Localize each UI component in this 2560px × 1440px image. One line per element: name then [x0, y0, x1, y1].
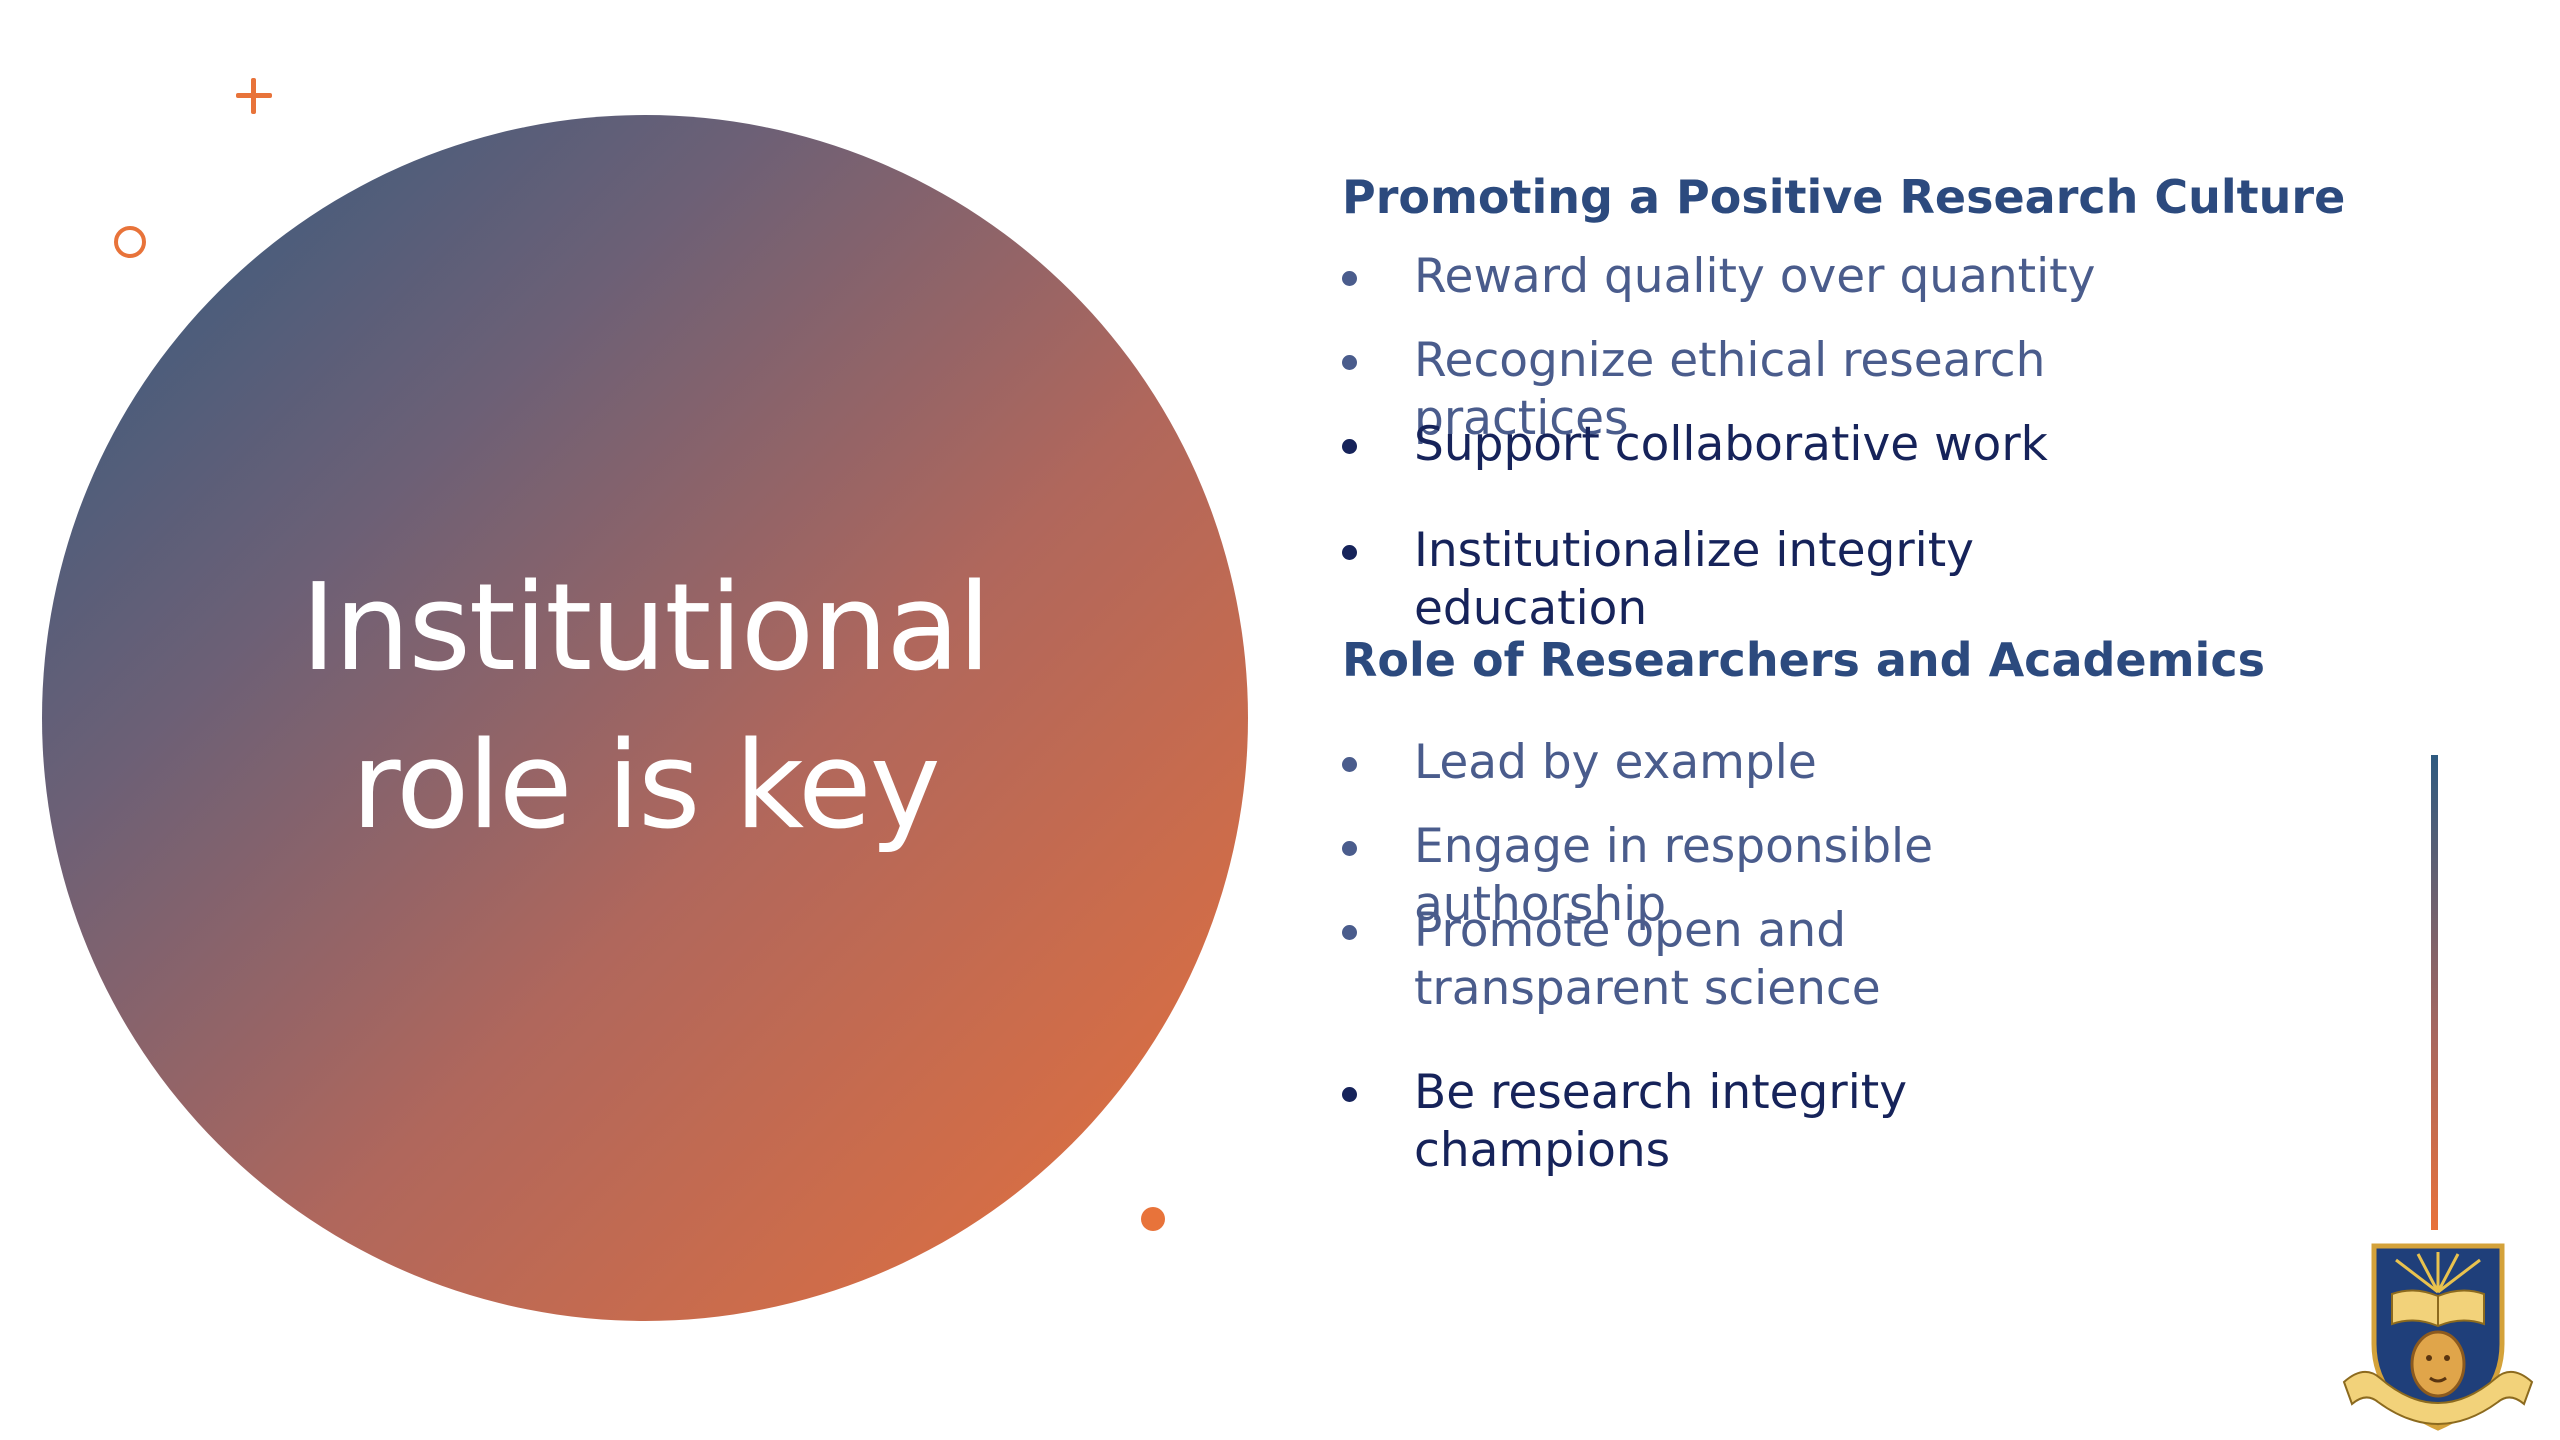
section-heading-researchers: Role of Researchers and Academics [1342, 633, 2265, 687]
section-heading-research-culture: Promoting a Positive Research Culture [1342, 170, 2346, 224]
title-circle: Institutional role is key [42, 115, 1248, 1321]
plus-decoration-icon [236, 78, 272, 114]
bullet-icon [1342, 271, 1357, 286]
list-item: Lead by example [1342, 734, 2342, 792]
bullet-icon [1342, 841, 1357, 856]
list-item-text: Reward quality over quantity [1414, 249, 2096, 304]
dot-decoration-icon [1141, 1207, 1165, 1231]
list-item: Engage in responsible authorship [1342, 818, 2342, 934]
bullet-icon [1342, 355, 1357, 370]
bullet-icon [1342, 1087, 1357, 1102]
slide-title-line-2: role is key [351, 717, 940, 856]
slide-title: Institutional role is key [195, 550, 1095, 866]
list-item-text: Support collaborative work [1414, 417, 2048, 472]
list-item: Recognize ethical research practices [1342, 332, 2342, 448]
bullet-icon [1342, 925, 1357, 940]
bullet-icon [1342, 545, 1357, 560]
bullet-icon [1342, 757, 1357, 772]
bullet-icon [1342, 439, 1357, 454]
list-item-text: Institutionalize integrity education [1414, 523, 1974, 636]
vertical-accent-line [2431, 755, 2438, 1230]
university-crest-logo [2342, 1243, 2534, 1431]
list-item-text: Promote open and transparent science [1414, 903, 1881, 1016]
list-item-text: Recognize ethical research practices [1414, 333, 2046, 446]
list-item: Promote open and transparent science [1342, 902, 2342, 1018]
list-item: Reward quality over quantity [1342, 248, 2342, 306]
list-item: Be research integrity champions [1342, 1064, 2342, 1180]
list-item-text: Lead by example [1414, 735, 1817, 790]
list-item: Institutionalize integrity education [1342, 522, 2342, 638]
list-item-text: Engage in responsible authorship [1414, 819, 1934, 932]
slide-title-line-1: Institutional [300, 559, 991, 698]
list-item-text: Be research integrity champions [1414, 1065, 1908, 1178]
list-item: Support collaborative work [1342, 416, 2342, 474]
ring-decoration-icon [114, 226, 146, 258]
